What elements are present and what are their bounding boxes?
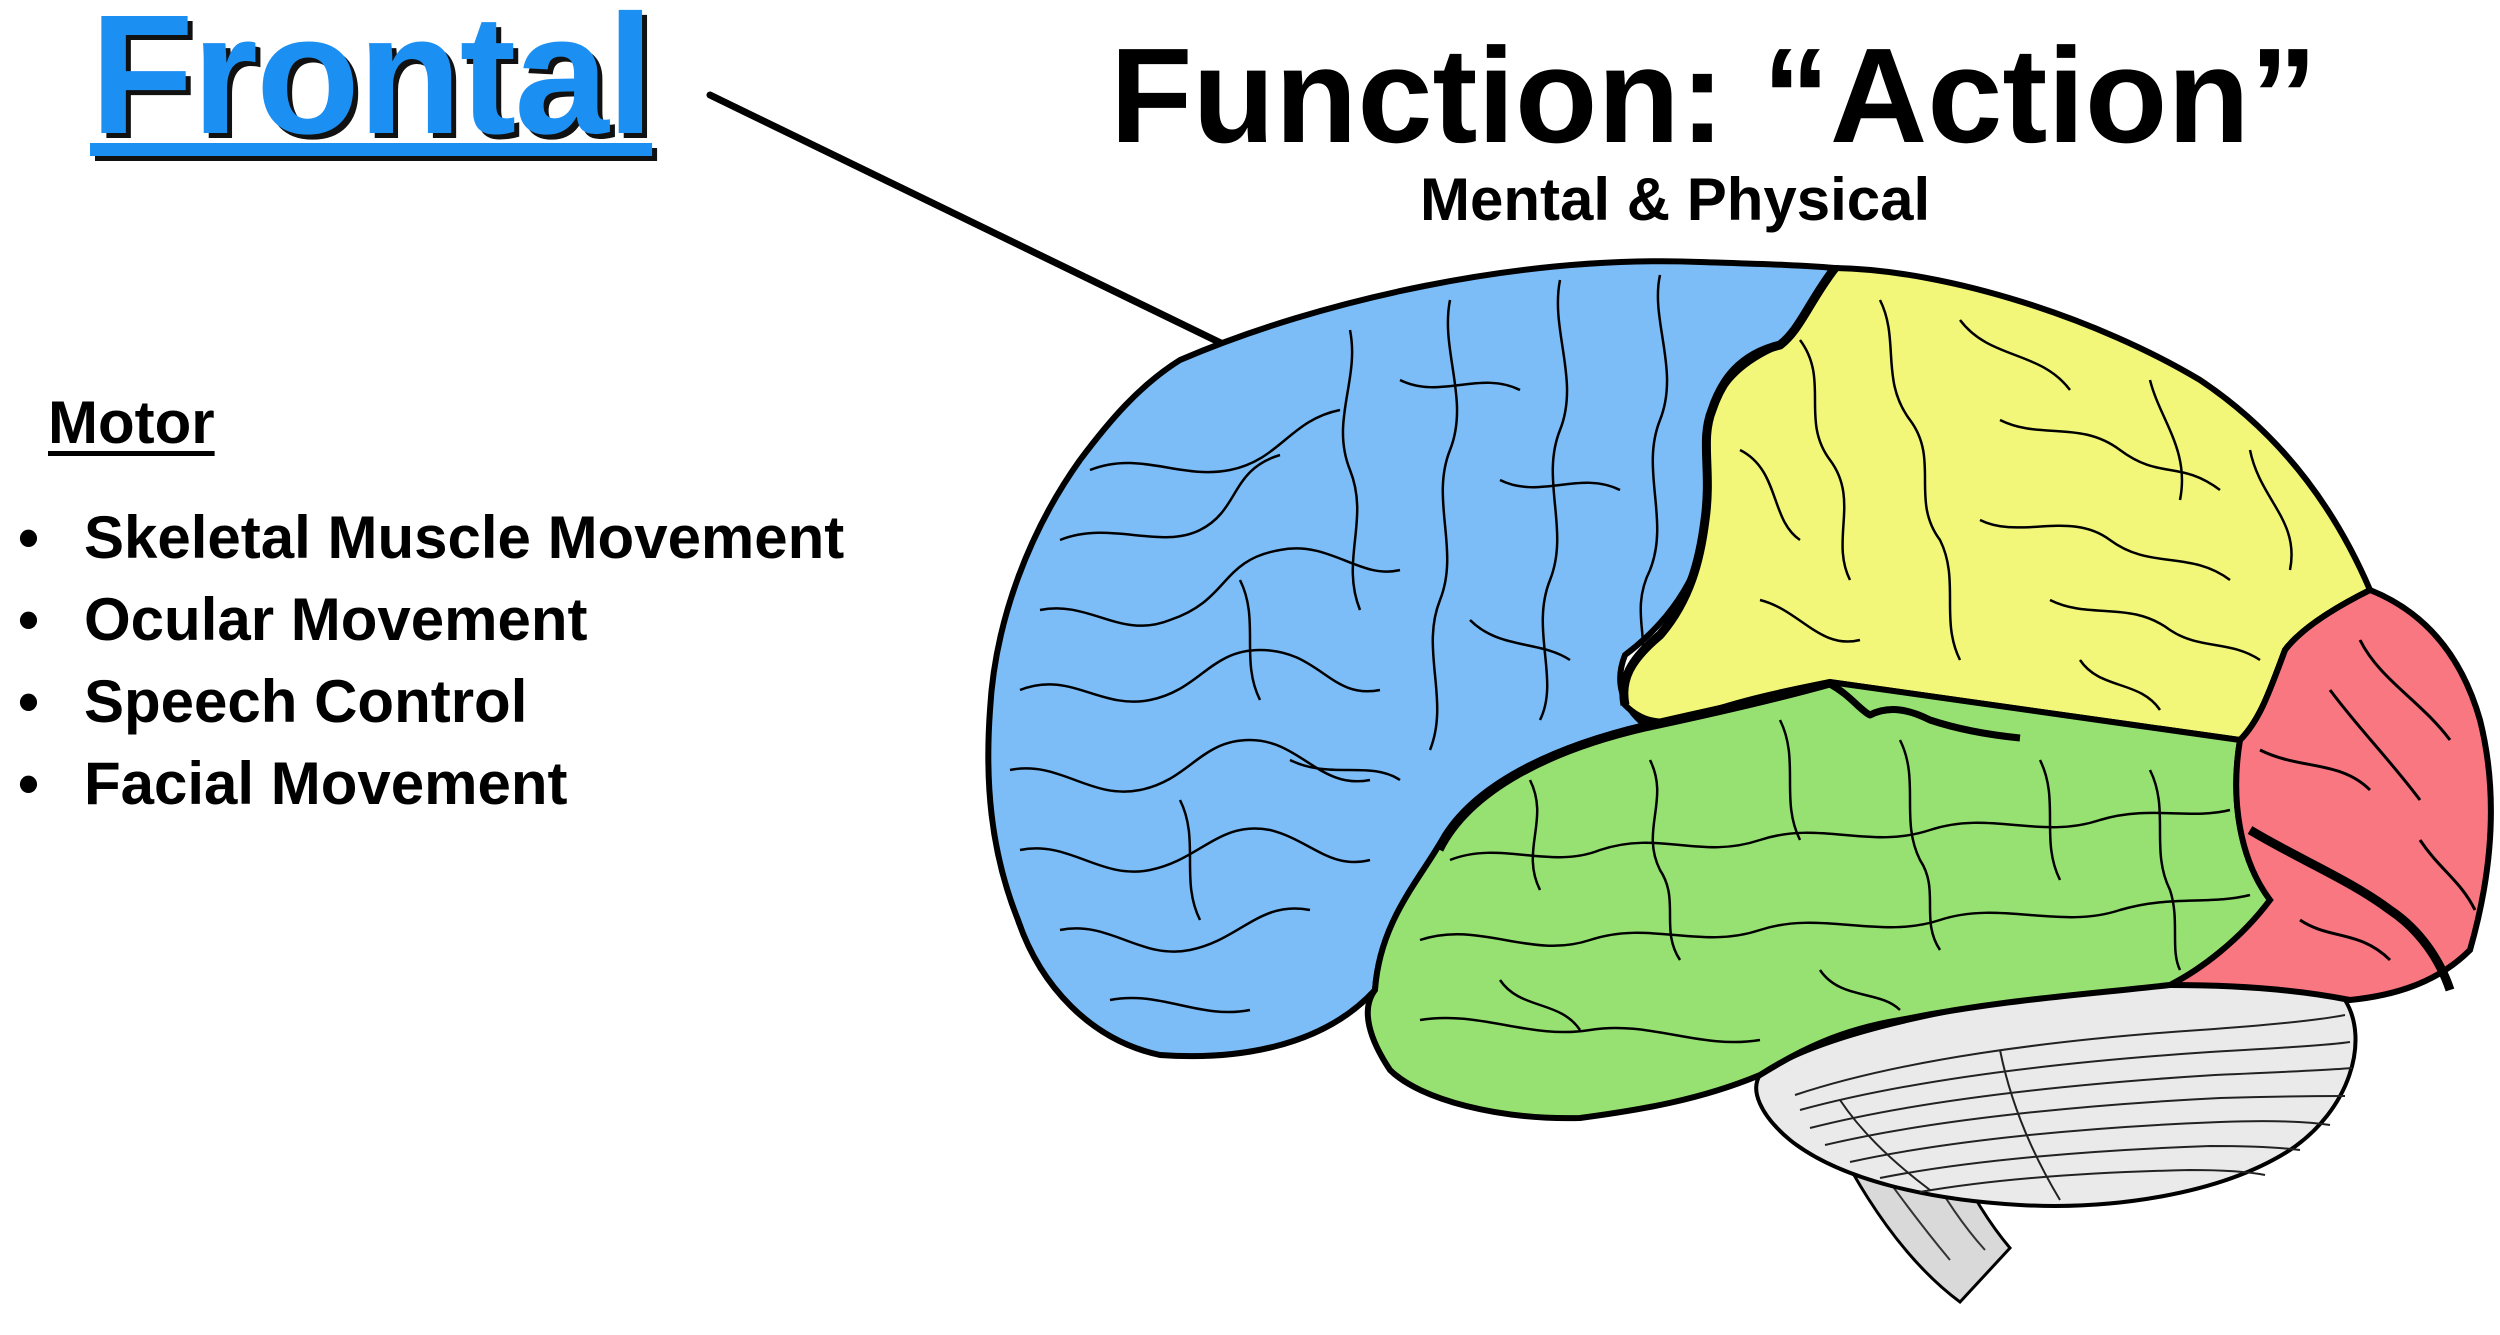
pointer-line bbox=[710, 95, 1225, 345]
